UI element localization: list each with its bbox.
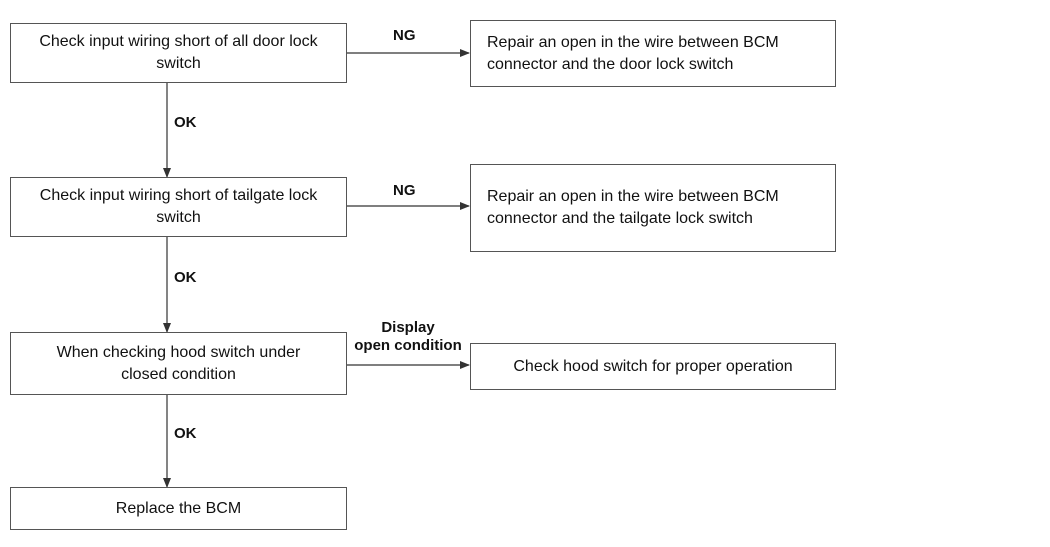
check-door-lock-switch-text: Check input wiring short of all door loc… bbox=[39, 33, 318, 72]
ok-label-step1: OK bbox=[174, 114, 197, 131]
display-open-condition-label: Display open condition bbox=[346, 319, 470, 355]
repair-door-lock-wire-box: Repair an open in the wire between BCM c… bbox=[470, 20, 836, 87]
replace-bcm-box: Replace the BCM bbox=[10, 487, 347, 530]
check-door-lock-switch-box: Check input wiring short of all door loc… bbox=[10, 23, 347, 83]
ok-label-step2: OK bbox=[174, 269, 197, 286]
repair-tailgate-lock-wire-box: Repair an open in the wire between BCM c… bbox=[470, 164, 836, 252]
check-hood-switch-text: When checking hood switch under closed c… bbox=[56, 343, 301, 383]
repair-door-lock-wire-text: Repair an open in the wire between BCM c… bbox=[487, 33, 779, 73]
check-hood-switch-box: When checking hood switch under closed c… bbox=[10, 332, 347, 395]
check-hood-switch-operation-text: Check hood switch for proper operation bbox=[513, 357, 793, 375]
check-tailgate-lock-switch-text: Check input wiring short of tailgate loc… bbox=[39, 187, 318, 226]
ng-label-step2: NG bbox=[393, 182, 416, 199]
repair-tailgate-lock-wire-text: Repair an open in the wire between BCM c… bbox=[487, 188, 779, 227]
ng-label-step1: NG bbox=[393, 27, 416, 44]
display-label-line2: open condition bbox=[354, 337, 462, 354]
check-hood-switch-operation-box: Check hood switch for proper operation bbox=[470, 343, 836, 390]
replace-bcm-text: Replace the BCM bbox=[115, 499, 242, 517]
ok-label-step3: OK bbox=[174, 425, 197, 442]
display-label-line1: Display bbox=[381, 319, 435, 336]
check-tailgate-lock-switch-box: Check input wiring short of tailgate loc… bbox=[10, 177, 347, 237]
